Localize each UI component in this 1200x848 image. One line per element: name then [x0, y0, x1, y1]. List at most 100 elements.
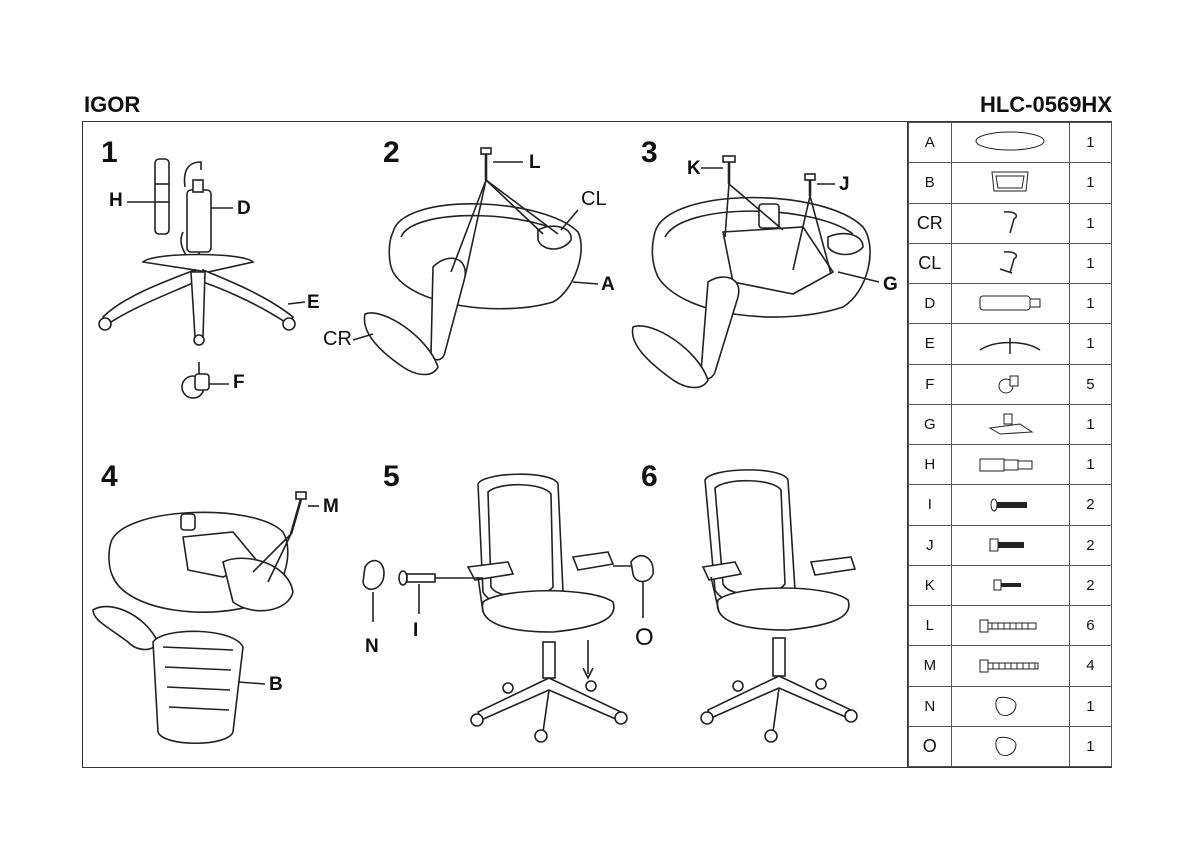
part-image [950, 524, 1070, 566]
part-image [950, 725, 1070, 768]
mesh-backrest-icon [991, 171, 1029, 192]
part-qty: 1 [1068, 443, 1113, 486]
part-code: F [908, 363, 952, 405]
label-l: L [529, 152, 541, 173]
step-3-number: 3 [641, 136, 658, 169]
part-image [950, 202, 1070, 244]
assembly-diagram: 1 [83, 122, 907, 767]
long-bolt-icon [990, 498, 1028, 512]
star-base-icon [979, 337, 1041, 354]
part-image [950, 121, 1070, 164]
part-image [950, 403, 1070, 446]
model-code: HLC-0569HX [979, 92, 1112, 117]
label-o: O [635, 624, 654, 651]
mechanism-shape [722, 226, 835, 295]
part-image [950, 443, 1070, 486]
step-4-illustration [92, 491, 319, 745]
part-code: K [908, 564, 952, 607]
long-screw-icon [979, 659, 1039, 673]
part-code: B [908, 162, 952, 204]
step-2-illustration [352, 147, 599, 376]
label-cl: CL [581, 188, 607, 210]
part-qty: 1 [1068, 282, 1113, 325]
model-name: IGOR [84, 92, 141, 117]
backrest-shape [152, 630, 244, 745]
part-qty: 6 [1068, 604, 1113, 647]
cap-cover-icon [995, 737, 1017, 757]
part-code: A [908, 121, 952, 164]
part-image [950, 363, 1070, 405]
part-image [950, 685, 1070, 727]
label-i: I [413, 620, 419, 641]
part-code: I [908, 484, 952, 526]
part-code: L [908, 604, 952, 647]
tilt-mechanism-icon [988, 413, 1034, 435]
part-image [950, 645, 1070, 687]
part-qty: 1 [1068, 162, 1113, 204]
label-n: N [365, 636, 379, 657]
label-j: J [839, 174, 850, 195]
part-qty: 2 [1068, 524, 1113, 566]
cylinder-cover-icon [979, 458, 1033, 472]
step-1-number: 1 [101, 136, 118, 169]
part-code: D [908, 282, 952, 325]
step-3-illustration [631, 155, 880, 389]
step-1-illustration [98, 158, 306, 399]
part-code: CR [908, 202, 952, 244]
step-6-illustration [700, 469, 858, 743]
part-code: E [908, 323, 952, 365]
part-code: CL [908, 242, 952, 285]
small-bolt-icon [993, 579, 1022, 591]
seat-cushion-icon [975, 131, 1045, 151]
part-code: N [908, 685, 952, 727]
label-k: K [687, 158, 701, 179]
part-code: O [908, 725, 952, 768]
part-image [950, 484, 1070, 526]
armrest-left-icon [999, 251, 1018, 275]
step-5-illustration [362, 473, 654, 743]
label-f: F [233, 372, 245, 393]
label-a: A [601, 274, 615, 295]
label-e: E [307, 292, 320, 313]
part-image [950, 564, 1070, 607]
gas-cylinder-icon [979, 295, 1041, 311]
part-qty: 1 [1068, 725, 1113, 768]
label-b: B [269, 674, 283, 695]
part-image [950, 282, 1070, 325]
part-qty: 1 [1068, 121, 1113, 164]
step-4-number: 4 [101, 460, 118, 493]
label-cr: CR [323, 328, 352, 350]
part-code: J [908, 524, 952, 566]
part-qty: 1 [1068, 403, 1113, 446]
label-m: M [323, 496, 339, 517]
caster-wheel-icon [998, 375, 1019, 394]
cylinder-cover-shape [154, 158, 170, 235]
cap-n-shape [362, 559, 385, 591]
step-2-number: 2 [383, 136, 400, 169]
step-5-number: 5 [383, 460, 400, 493]
part-code: G [908, 403, 952, 446]
step-6-number: 6 [641, 460, 658, 493]
part-qty: 1 [1068, 323, 1113, 365]
label-h: H [109, 190, 123, 211]
part-qty: 2 [1068, 564, 1113, 607]
part-image [950, 323, 1070, 365]
cap-o-shape [630, 554, 654, 583]
bolt-icon [989, 538, 1025, 552]
part-qty: 4 [1068, 645, 1113, 687]
